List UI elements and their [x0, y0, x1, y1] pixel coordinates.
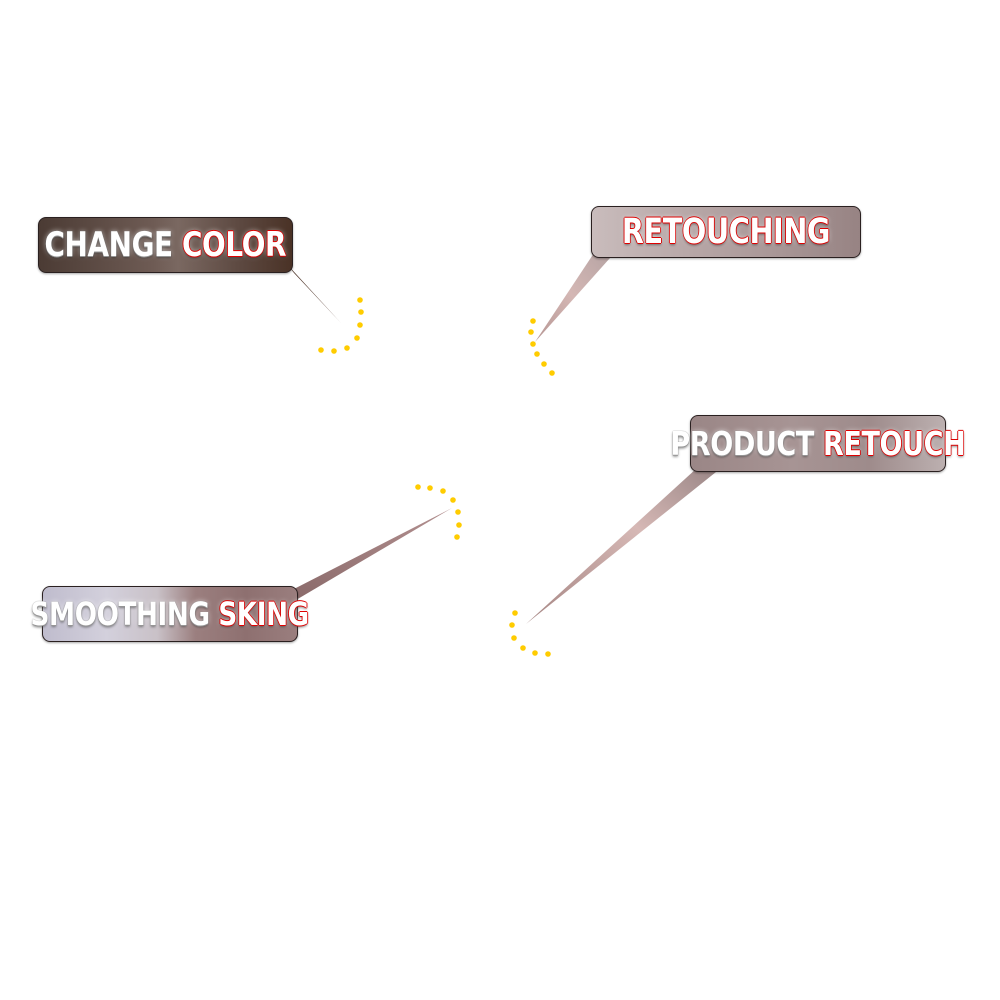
dot: [549, 370, 555, 376]
dot: [528, 329, 534, 335]
dot: [520, 645, 526, 651]
label-word: SMOOTHING: [30, 595, 210, 633]
dot: [357, 297, 363, 303]
dot: [450, 497, 456, 503]
dot: [541, 361, 547, 367]
dot: [440, 488, 446, 494]
label-word-accent: RETOUCHING: [621, 212, 831, 252]
callout-tail-change-color: [285, 262, 341, 323]
callout-change-color: CHANGE COLOR: [38, 217, 293, 273]
dot: [512, 610, 518, 616]
dot: [354, 335, 360, 341]
callout-label-smoothing-sking: SMOOTHING SKING: [30, 595, 310, 633]
dot: [454, 534, 460, 540]
callout-label-retouching: RETOUCHING: [621, 212, 831, 252]
label-word-accent: RETOUCH: [823, 424, 966, 463]
dot: [427, 485, 433, 491]
dot: [415, 484, 421, 490]
callout-smoothing-sking: SMOOTHING SKING: [31, 586, 310, 642]
callout-tail-smoothing-sking: [292, 508, 452, 600]
dot: [318, 347, 324, 353]
dot: [344, 345, 350, 351]
dot: [331, 348, 337, 354]
callout-tail-product-retouch: [526, 468, 716, 624]
dot: [456, 522, 462, 528]
dot-arc-product-retouch: [509, 610, 551, 657]
dot: [455, 509, 461, 515]
dot: [509, 622, 515, 628]
dot: [534, 351, 540, 357]
dot: [530, 341, 536, 347]
label-word: CHANGE: [44, 225, 174, 265]
label-word: PRODUCT: [670, 424, 815, 463]
dot-arc-change-color: [318, 297, 364, 354]
dot: [357, 322, 363, 328]
callout-label-change-color: CHANGE COLOR: [45, 225, 287, 265]
callout-retouching: RETOUCHING: [591, 206, 861, 258]
label-word-accent: SKING: [218, 595, 310, 633]
callout-product-retouch: PRODUCT RETOUCH: [671, 415, 966, 472]
dot-arc-retouching: [528, 318, 555, 376]
callout-tail-retouching: [535, 250, 610, 342]
dot-arc-smoothing-sking: [415, 484, 462, 540]
dot: [532, 650, 538, 656]
dot: [530, 318, 536, 324]
dot: [545, 651, 551, 657]
label-word-accent: COLOR: [182, 225, 287, 265]
dot: [511, 635, 517, 641]
dot: [358, 309, 364, 315]
callout-label-product-retouch: PRODUCT RETOUCH: [671, 424, 966, 463]
